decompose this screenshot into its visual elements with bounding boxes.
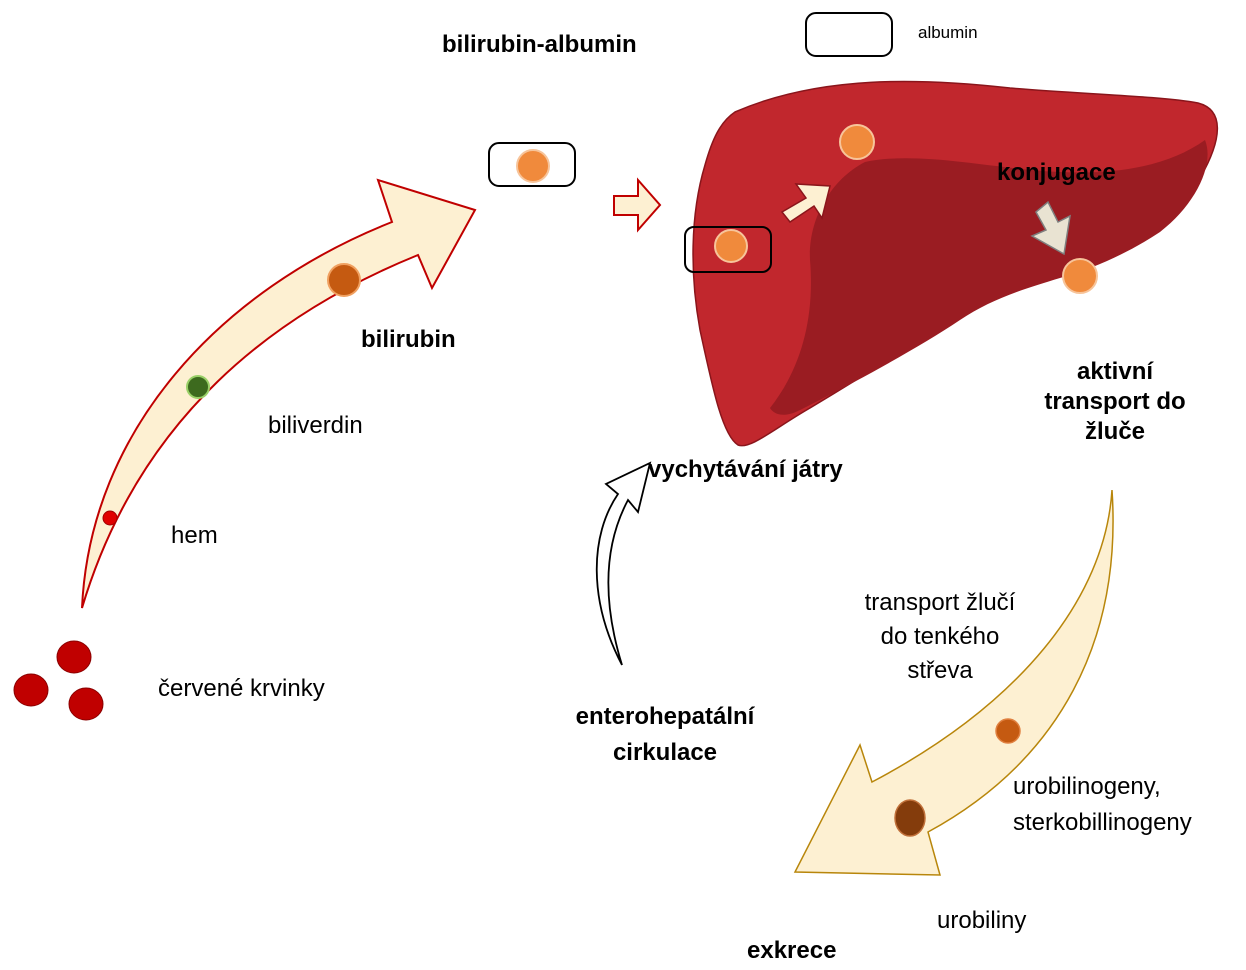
label-exkrece: exkrece bbox=[747, 936, 836, 966]
label-bilirubin: bilirubin bbox=[361, 325, 456, 355]
label-aktivni-transport-line: aktivní bbox=[1020, 357, 1210, 387]
bilirubin-albumin-dot bbox=[517, 150, 549, 182]
label-konjugace: konjugace bbox=[997, 158, 1116, 188]
red-blood-cell bbox=[69, 688, 103, 720]
label-enterohepatalni: enterohepatální cirkulace bbox=[560, 699, 770, 771]
label-transport-zluci: transport žlučí do tenkého střeva bbox=[850, 586, 1030, 688]
bilirubin-dot bbox=[328, 264, 360, 296]
label-hem: hem bbox=[171, 521, 218, 551]
label-albumin-legend: albumin bbox=[918, 23, 978, 43]
red-blood-cells bbox=[14, 641, 103, 720]
label-enterohepatalni-line: cirkulace bbox=[560, 735, 770, 771]
label-aktivni-transport: aktivní transport do žluče bbox=[1020, 357, 1210, 447]
label-biliverdin: biliverdin bbox=[268, 411, 363, 441]
label-transport-zluci-line: transport žlučí bbox=[850, 586, 1030, 620]
label-urobiliny: urobiliny bbox=[937, 906, 1026, 936]
albumin-legend-box bbox=[806, 13, 892, 56]
label-transport-zluci-line: do tenkého bbox=[850, 620, 1030, 654]
label-cervene-krvinky: červené krvinky bbox=[158, 674, 325, 704]
urobilinogen-dot bbox=[996, 719, 1020, 743]
red-blood-cell bbox=[14, 674, 48, 706]
conjugated-bilirubin-dot bbox=[1063, 259, 1097, 293]
arrow-heme-to-bilirubin bbox=[82, 180, 475, 608]
label-transport-zluci-line: střeva bbox=[850, 654, 1030, 688]
label-enterohepatalni-line: enterohepatální bbox=[560, 699, 770, 735]
label-bilirubin-albumin: bilirubin-albumin bbox=[442, 30, 637, 60]
heme-dot bbox=[103, 511, 117, 525]
label-urobilinogeny-line: urobilinogeny, bbox=[1013, 769, 1192, 805]
red-blood-cell bbox=[57, 641, 91, 673]
urobilin-dot bbox=[895, 800, 925, 836]
label-aktivni-transport-line: transport do bbox=[1020, 387, 1210, 417]
bilirubin-liver-dot-1 bbox=[840, 125, 874, 159]
label-vychytavani-jatry: vychytávání játry bbox=[648, 455, 843, 485]
bilirubin-liver-dot-2 bbox=[715, 230, 747, 262]
label-aktivni-transport-line: žluče bbox=[1020, 417, 1210, 447]
arrow-enterohepatic bbox=[597, 463, 650, 665]
label-urobilinogeny-line: sterkobillinogeny bbox=[1013, 805, 1192, 841]
arrow-to-liver bbox=[614, 180, 660, 230]
biliverdin-dot bbox=[187, 376, 209, 398]
label-urobilinogeny: urobilinogeny, sterkobillinogeny bbox=[1013, 769, 1192, 841]
